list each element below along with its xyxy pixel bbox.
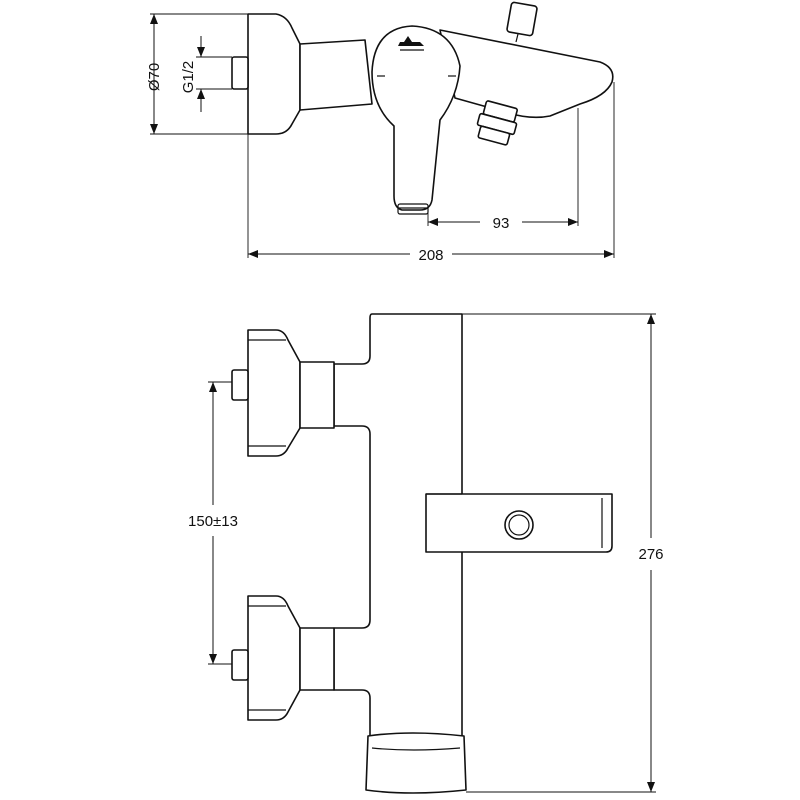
top-diverter-button <box>506 1 538 37</box>
top-hose-connector <box>476 100 518 146</box>
top-escutcheon <box>247 13 301 135</box>
inlet-spacing-label: 150±13 <box>188 513 238 530</box>
top-view: Ø70 G1/2 93 208 <box>146 1 615 264</box>
front-handle <box>365 732 467 794</box>
front-view: 150±13 276 <box>188 313 664 794</box>
top-inlet-stub <box>231 56 249 90</box>
lever-to-spout-label: 93 <box>493 215 510 232</box>
front-escutcheon-lower <box>247 595 301 721</box>
front-inlet-stub-upper <box>231 369 249 401</box>
top-lever <box>371 25 461 211</box>
overall-height-label: 276 <box>638 546 663 563</box>
brand-logo <box>398 36 424 51</box>
top-connector <box>299 39 373 111</box>
thread-label: G1/2 <box>180 61 197 94</box>
body-diameter-label: Ø70 <box>146 63 163 91</box>
front-escutcheon-upper <box>247 329 301 457</box>
top-spout <box>439 29 614 119</box>
overall-depth-label: 208 <box>418 247 443 264</box>
front-inlet-stub-lower <box>231 649 249 681</box>
